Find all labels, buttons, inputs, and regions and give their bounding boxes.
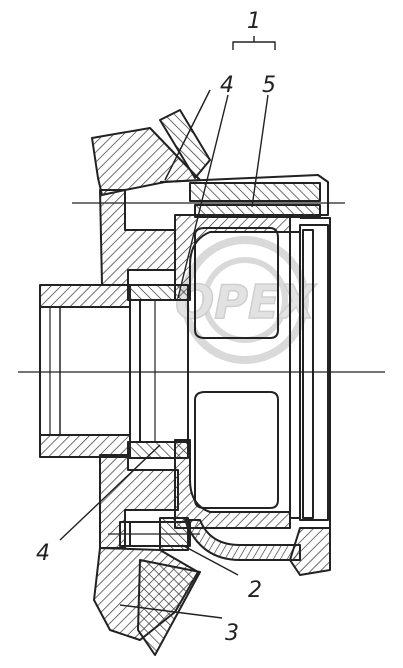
leader-3 <box>119 604 223 619</box>
inner-gear-cavity <box>194 227 279 509</box>
leader-4-top <box>177 94 229 299</box>
leader-4-bottom <box>59 444 161 541</box>
label-part-3: 3 <box>225 621 239 646</box>
label-part-2: 2 <box>248 578 262 603</box>
leader-assembly-bracket <box>232 41 276 50</box>
lower-bolt <box>119 517 191 551</box>
label-assembly-1: 1 <box>247 9 261 34</box>
leader-5 <box>251 94 269 208</box>
upper-bevel-gear-section <box>91 89 211 196</box>
leader-2 <box>181 544 239 576</box>
bearing-sleeve <box>127 284 189 459</box>
label-part-5: 5 <box>262 73 276 98</box>
lower-bevel-gear-section <box>93 547 201 656</box>
leader-lines <box>59 36 276 619</box>
label-part-4-bottom: 4 <box>36 541 50 566</box>
label-part-4-top: 4 <box>220 73 234 98</box>
hub-tube <box>39 284 131 458</box>
outer-case <box>159 174 331 576</box>
watermark-text: OPEX <box>175 275 317 329</box>
watermark: OPEX <box>174 236 318 364</box>
